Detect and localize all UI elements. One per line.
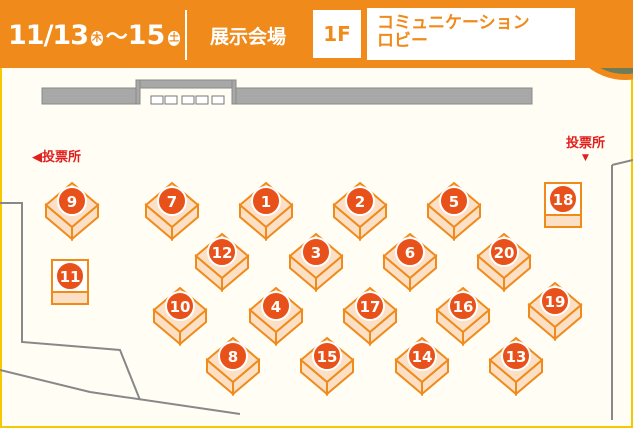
booth-13[interactable]: 13 — [488, 336, 544, 397]
booth-number: 1 — [261, 193, 271, 211]
booth-15[interactable]: 15 — [299, 336, 355, 397]
down-arrow-icon: ▼ — [582, 153, 589, 163]
booth-16[interactable]: 16 — [435, 286, 491, 347]
booth-number: 16 — [453, 298, 474, 316]
booth-number: 5 — [449, 193, 459, 211]
booth-2[interactable]: 2 — [332, 181, 388, 242]
booth-number-circle — [395, 237, 425, 267]
booth-number: 3 — [311, 244, 321, 262]
booth-number: 20 — [494, 244, 515, 262]
booth-number: 19 — [545, 293, 566, 311]
booth-number-circle — [251, 186, 281, 216]
booth-5[interactable]: 5 — [426, 181, 482, 242]
area-line-2: ロビー — [377, 31, 428, 51]
booth-number: 18 — [553, 191, 574, 209]
booth-1[interactable]: 1 — [238, 181, 294, 242]
area-name: コミュニケーション ロビー — [367, 8, 575, 60]
top-wall — [41, 79, 533, 105]
booth-number-circle — [261, 291, 291, 321]
header-bar: 11/13 木 〜 15 土 展示会場 1F コミュニケーション ロビー — [0, 0, 633, 68]
booth-11[interactable]: 11 — [51, 259, 89, 305]
booth-number: 11 — [60, 268, 81, 286]
date-start: 11/13 — [8, 19, 89, 51]
booth-number: 2 — [355, 193, 365, 211]
booth-panel-base — [51, 291, 89, 305]
booth-7[interactable]: 7 — [144, 181, 200, 242]
booth-6[interactable]: 6 — [382, 232, 438, 293]
booth-number-circle — [540, 286, 570, 316]
booth-4[interactable]: 4 — [248, 286, 304, 347]
booth-10[interactable]: 10 — [152, 286, 208, 347]
booth-14[interactable]: 14 — [394, 336, 450, 397]
booth-number: 12 — [212, 244, 233, 262]
area-line-1: コミュニケーション — [377, 13, 530, 33]
voting-place-right-label: 投票所 — [566, 136, 606, 151]
booth-number-circle — [448, 291, 478, 321]
booth-number-circle — [548, 184, 578, 214]
booth-number: 6 — [405, 244, 415, 262]
date-end: 15 — [127, 19, 166, 51]
event-dates: 11/13 木 〜 15 土 — [8, 6, 180, 64]
voting-place-left: ◀投票所 — [32, 150, 81, 165]
booth-number: 15 — [317, 348, 338, 366]
entrance-markers — [150, 95, 225, 105]
booth-number-circle — [165, 291, 195, 321]
booth-number-circle — [407, 341, 437, 371]
booth-number-circle — [218, 341, 248, 371]
booth-number: 8 — [228, 348, 238, 366]
booth-18[interactable]: 18 — [544, 182, 582, 228]
booth-17[interactable]: 17 — [342, 286, 398, 347]
booth-number-circle — [355, 291, 385, 321]
booth-number-circle — [345, 186, 375, 216]
venue-name: 展示会場 — [209, 25, 286, 48]
booth-9[interactable]: 9 — [44, 181, 100, 242]
booth-number: 10 — [170, 298, 191, 316]
booth-19[interactable]: 19 — [527, 281, 583, 342]
voting-place-right: 投票所 ▼ — [566, 136, 605, 166]
floor-label: 1F — [311, 8, 363, 60]
booth-number-circle — [301, 237, 331, 267]
booth-8[interactable]: 8 — [205, 336, 261, 397]
booth-number: 7 — [167, 193, 177, 211]
booth-number: 9 — [67, 193, 77, 211]
date-tilde: 〜 — [105, 25, 128, 50]
booth-number-circle — [489, 237, 519, 267]
booth-number-circle — [439, 186, 469, 216]
booth-number-circle — [157, 186, 187, 216]
booth-number-circle — [501, 341, 531, 371]
left-wall — [0, 202, 141, 401]
left-wall-lower — [0, 369, 241, 415]
booth-number-circle — [55, 261, 85, 291]
booth-number: 17 — [360, 298, 381, 316]
booth-number-circle — [312, 341, 342, 371]
booth-number: 4 — [271, 298, 281, 316]
booth-number: 13 — [506, 348, 527, 366]
booth-number-circle — [57, 186, 87, 216]
thursday-badge: 木 — [91, 30, 103, 46]
saturday-badge: 土 — [168, 30, 180, 46]
booth-20[interactable]: 20 — [476, 232, 532, 293]
booth-number-circle — [207, 237, 237, 267]
booth-panel-base — [544, 214, 582, 228]
booth-12[interactable]: 12 — [194, 232, 250, 293]
booth-3[interactable]: 3 — [288, 232, 344, 293]
booth-number: 14 — [412, 348, 433, 366]
